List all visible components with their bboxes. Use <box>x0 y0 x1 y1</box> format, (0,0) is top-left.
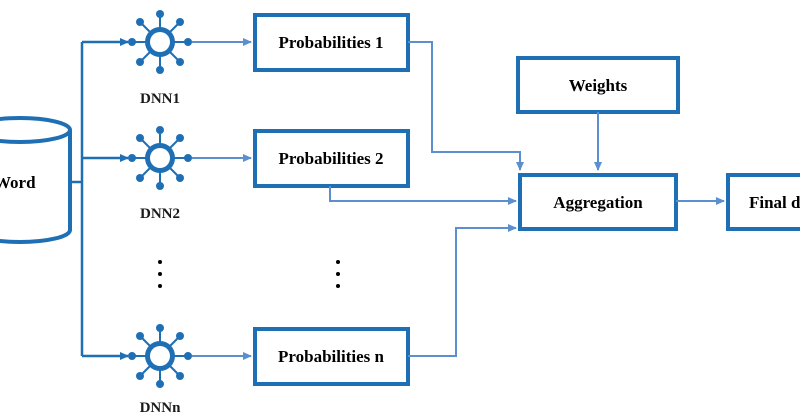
probability-box-2: Probabilities 2 <box>253 129 410 188</box>
input-label: Word <box>0 173 36 192</box>
ellipsis-probability-column <box>336 260 340 288</box>
dnn-label-1: DNN1 <box>140 91 180 107</box>
dnn-network-icon <box>128 324 192 388</box>
probability-label-n: Probabilities n <box>278 347 384 366</box>
database-top-rim <box>0 129 72 144</box>
aggregation-box: Aggregation <box>518 173 678 231</box>
dnn-label-n: DNNn <box>140 400 181 416</box>
final-decision-label: Final decision <box>749 193 800 212</box>
dnn-label-2: DNN2 <box>140 206 180 222</box>
dnn-network-icon <box>128 10 192 74</box>
ellipsis-dnn-column <box>158 260 162 288</box>
probability-box-n: Probabilities n <box>253 327 410 386</box>
probability-to-aggregation-arrows <box>329 41 524 357</box>
distribution-lines <box>70 38 129 360</box>
database-cylinder-icon <box>0 116 72 244</box>
input-database: Word <box>0 116 72 244</box>
probability-label-1: Probabilities 1 <box>279 33 384 52</box>
dnn-network-icon <box>128 126 192 190</box>
weights-box: Weights <box>516 56 680 114</box>
probability-box-1: Probabilities 1 <box>253 13 410 72</box>
dnn-to-probability-arrows <box>192 38 252 360</box>
weights-label: Weights <box>569 76 628 95</box>
probability-label-2: Probabilities 2 <box>279 149 384 168</box>
final-decision-box: Final decision <box>726 173 800 231</box>
aggregation-label: Aggregation <box>553 193 643 212</box>
